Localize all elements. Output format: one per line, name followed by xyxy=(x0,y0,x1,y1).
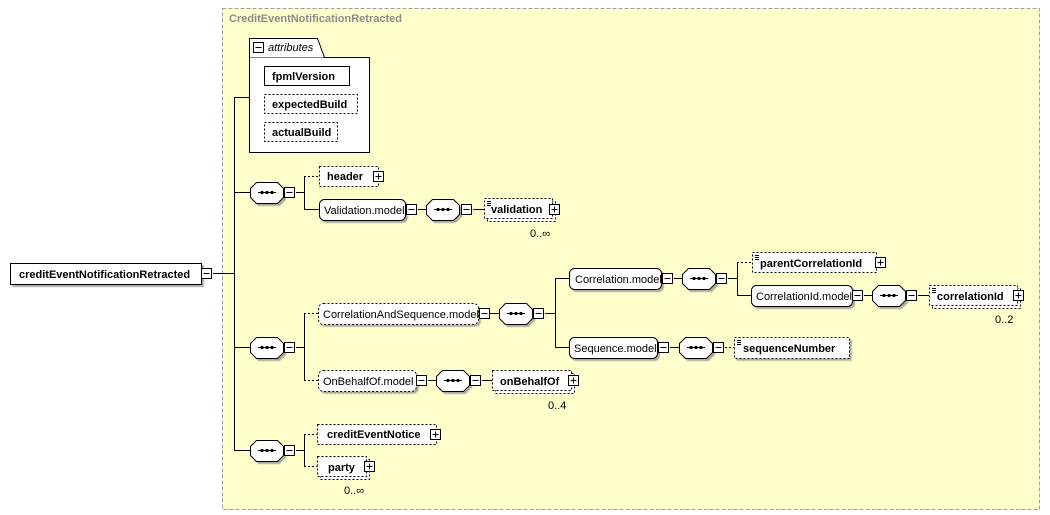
element-label: parentCorrelationId xyxy=(760,258,862,270)
element-label: party xyxy=(328,462,356,474)
group-label: OnBehalfOf.model xyxy=(323,376,414,388)
group-label: Validation.model xyxy=(324,205,405,217)
attribute-fpmlversion[interactable]: fpmlVersion xyxy=(264,66,350,86)
collapse-icon[interactable] xyxy=(284,445,295,456)
attributes-label: attributes xyxy=(268,42,314,54)
group-on-behalf-of-model[interactable]: OnBehalfOf.model xyxy=(318,370,427,392)
attribute-label: fpmlVersion xyxy=(272,71,335,83)
occurrence-label: 0..4 xyxy=(548,400,566,412)
expand-icon[interactable] xyxy=(373,171,384,182)
occurrence-label: 0..2 xyxy=(995,314,1013,326)
expand-icon[interactable] xyxy=(568,375,579,386)
group-correlation-model[interactable]: Correlation.model xyxy=(569,268,673,290)
expand-icon[interactable] xyxy=(875,257,886,268)
collapse-icon[interactable] xyxy=(479,308,490,319)
root-element-node[interactable]: creditEventNotificationRetracted xyxy=(10,263,212,285)
sequence-compositor-1[interactable] xyxy=(250,182,295,204)
sequence-compositor-correlation[interactable] xyxy=(682,268,727,290)
element-label: sequenceNumber xyxy=(743,343,836,355)
group-correlation-id-model[interactable]: CorrelationId.model xyxy=(751,285,863,307)
expand-icon[interactable] xyxy=(1013,290,1024,301)
attribute-label: expectedBuild xyxy=(272,99,347,111)
root-element-label: creditEventNotificationRetracted xyxy=(19,269,190,281)
group-label: Correlation.model xyxy=(575,274,662,286)
sequence-compositor-sequence[interactable] xyxy=(679,337,724,359)
attribute-label: actualBuild xyxy=(272,127,331,139)
collapse-icon[interactable] xyxy=(662,273,673,284)
element-label: header xyxy=(327,171,364,183)
element-parent-correlation-id[interactable]: parentCorrelationId xyxy=(752,252,886,273)
collapse-icon[interactable] xyxy=(406,204,417,215)
collapse-icon[interactable] xyxy=(852,290,863,301)
collapse-icon[interactable] xyxy=(284,342,295,353)
sequence-compositor-on-behalf-of[interactable] xyxy=(436,370,481,392)
group-sequence-model[interactable]: Sequence.model xyxy=(569,337,669,359)
group-label: CorrelationAndSequence.model xyxy=(323,309,479,321)
group-correlation-and-sequence-model[interactable]: CorrelationAndSequence.model xyxy=(318,303,490,325)
text-content-icon xyxy=(487,201,491,206)
element-sequence-number[interactable]: sequenceNumber xyxy=(734,337,850,359)
group-label: Sequence.model xyxy=(574,343,657,355)
connector-lines xyxy=(213,97,929,467)
collapse-icon[interactable] xyxy=(201,268,212,279)
element-on-behalf-of[interactable]: onBehalfOf 0..4 xyxy=(492,370,579,413)
text-content-icon xyxy=(755,255,759,260)
element-label: validation xyxy=(491,204,543,216)
collapse-icon[interactable] xyxy=(253,42,264,53)
sequence-compositor-correlation-id[interactable] xyxy=(872,285,917,307)
collapse-icon[interactable] xyxy=(716,273,727,284)
occurrence-label: 0..∞ xyxy=(530,228,550,240)
element-correlation-id[interactable]: correlationId 0..2 xyxy=(929,285,1024,327)
collapse-icon[interactable] xyxy=(470,375,481,386)
collapse-icon[interactable] xyxy=(284,187,295,198)
group-label: CorrelationId.model xyxy=(756,291,852,303)
text-content-icon xyxy=(737,340,741,345)
element-label: correlationId xyxy=(937,291,1004,303)
collapse-icon[interactable] xyxy=(416,375,427,386)
element-validation[interactable]: validation 0..∞ xyxy=(484,198,560,241)
expand-icon[interactable] xyxy=(430,429,441,440)
occurrence-label: 0..∞ xyxy=(344,485,364,497)
text-content-icon xyxy=(932,288,936,293)
expand-icon[interactable] xyxy=(549,204,560,215)
collapse-icon[interactable] xyxy=(906,290,917,301)
collapse-icon[interactable] xyxy=(533,308,544,319)
element-party[interactable]: party 0..∞ xyxy=(317,456,375,498)
collapse-icon[interactable] xyxy=(461,204,472,215)
attributes-group: attributes fpmlVersion expectedBuild act… xyxy=(249,38,370,153)
group-validation-model[interactable]: Validation.model xyxy=(319,199,417,221)
element-credit-event-notice[interactable]: creditEventNotice xyxy=(317,424,441,445)
collapse-icon[interactable] xyxy=(658,342,669,353)
expand-icon[interactable] xyxy=(364,461,375,472)
sequence-compositor-2[interactable] xyxy=(250,337,295,359)
attribute-actualbuild[interactable]: actualBuild xyxy=(264,122,338,142)
complex-type-title: CreditEventNotificationRetracted xyxy=(229,13,402,25)
element-label: onBehalfOf xyxy=(500,376,560,388)
sequence-compositor-correlation-and-sequence[interactable] xyxy=(499,303,544,325)
element-label: creditEventNotice xyxy=(327,429,421,441)
sequence-compositor-validation[interactable] xyxy=(426,199,472,221)
collapse-icon[interactable] xyxy=(713,342,724,353)
attribute-expectedbuild[interactable]: expectedBuild xyxy=(264,94,358,114)
sequence-compositor-3[interactable] xyxy=(250,440,295,462)
element-header[interactable]: header xyxy=(319,166,384,187)
